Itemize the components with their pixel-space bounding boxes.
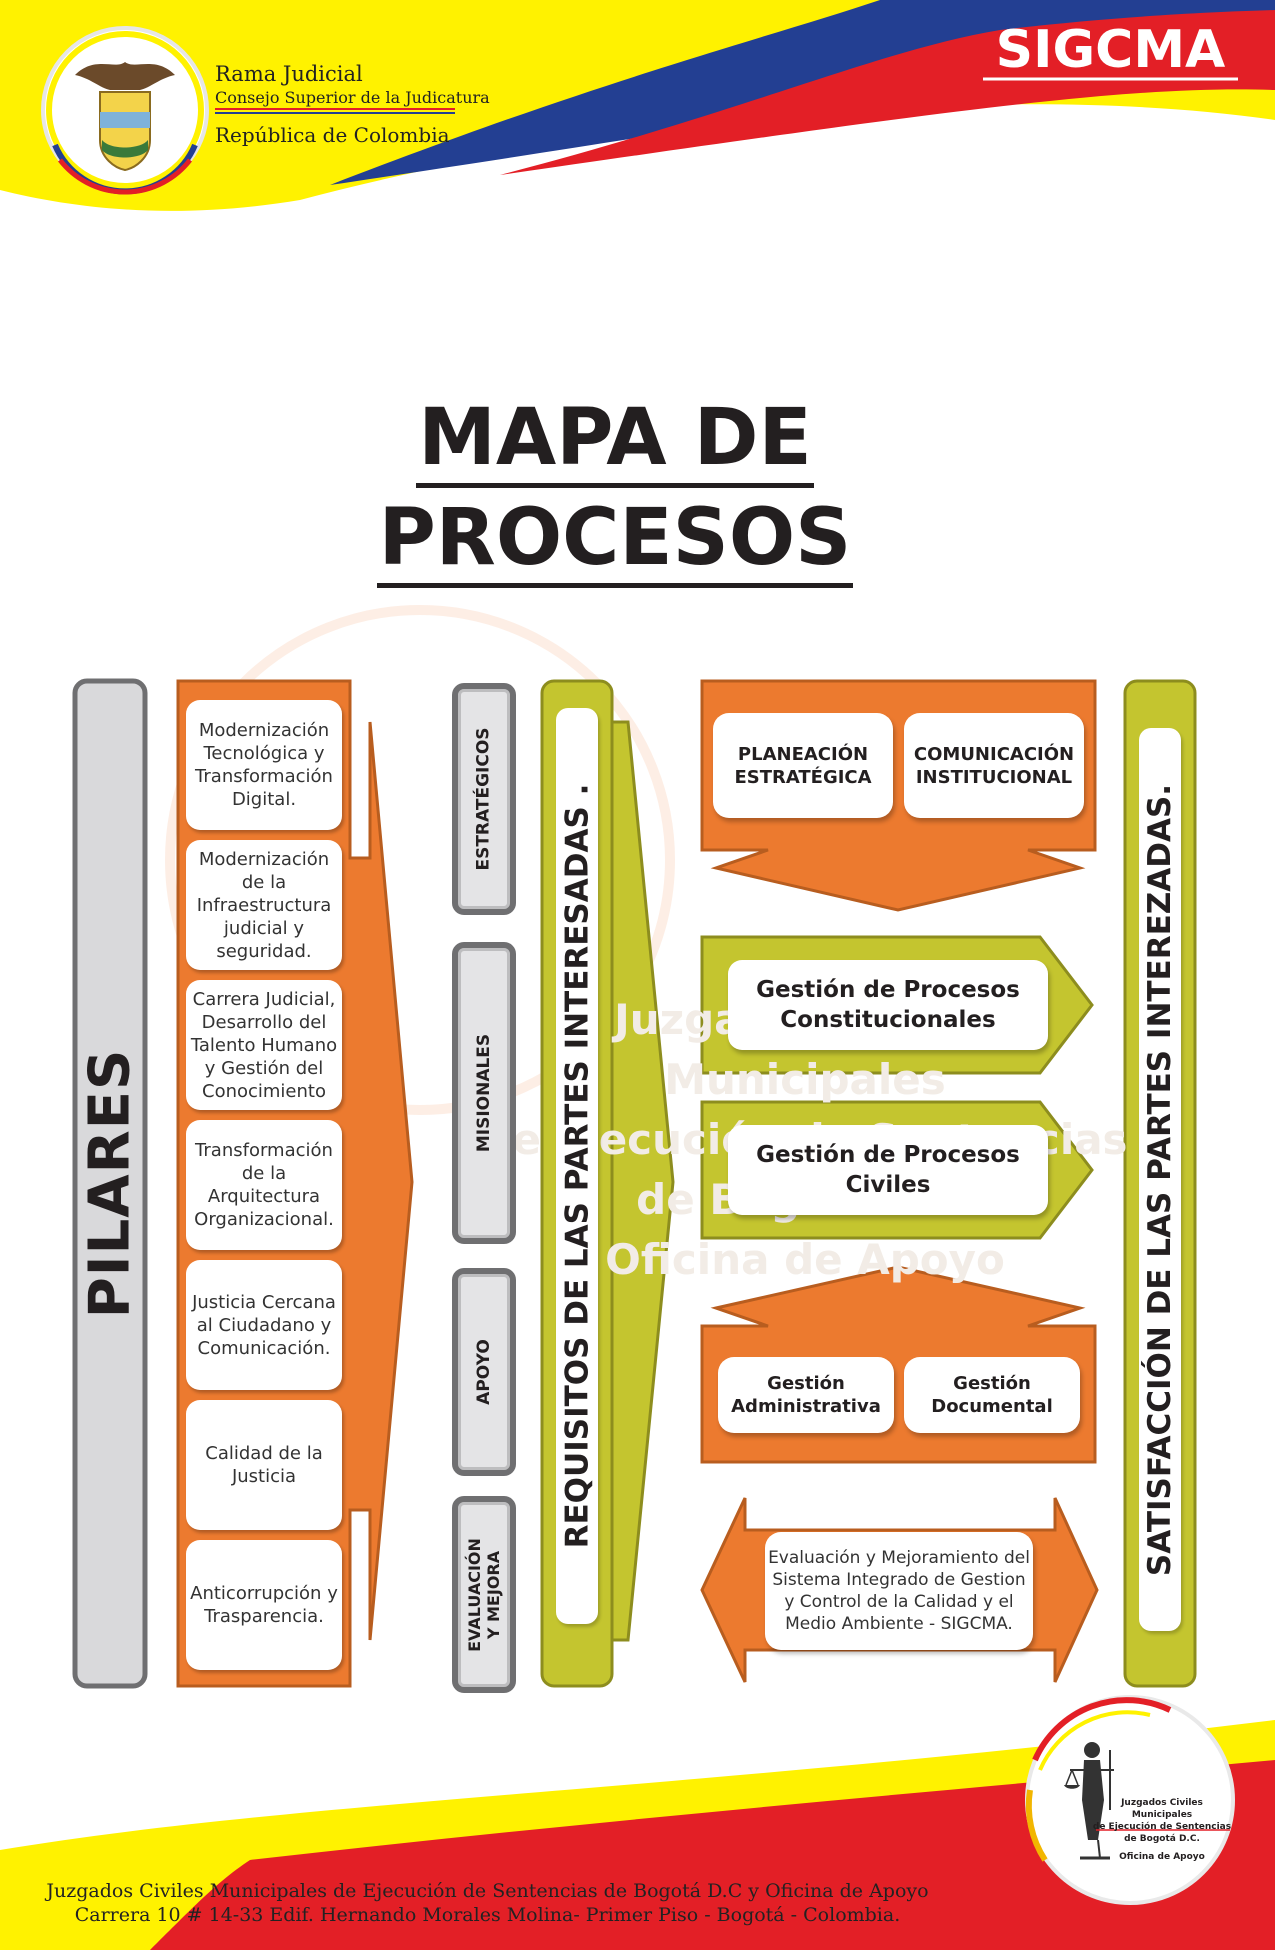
process-planeacion: PLANEACIÓN ESTRATÉGICA [713,713,893,818]
pillar-item: Calidad de la Justicia [186,1400,342,1530]
pillar-item: Modernización de la Infraestructura judi… [186,840,342,970]
watermark-line4: Oficina de Apoyo [605,1235,1005,1284]
seal-line1: Juzgados Civiles Municipales [1121,1798,1203,1820]
pillar-item: Anticorrupción y Trasparencia. [186,1540,342,1670]
footer-line2: Carrera 10 # 14-33 Edif. Hernando Morale… [74,1904,901,1926]
satisfaction-label: SATISFACCIÓN DE LAS PARTES INTEREZADAS. [1142,783,1178,1576]
page-title-line2: PROCESOS [0,492,1230,588]
footer-line1: Juzgados Civiles Municipales de Ejecució… [46,1880,929,1902]
org-council: Consejo Superior de la Judicatura [215,88,490,107]
seal-line2: de Ejecución de Sentencias [1092,1822,1232,1832]
category-estrategicos: ESTRATÉGICOS [452,683,516,915]
pillar-item: Modernización Tecnológica y Transformaci… [186,700,342,830]
process-constitucionales: Gestión de Procesos Constitucionales [728,960,1048,1050]
page-title-line1: MAPA DE [0,392,1230,488]
seal-line3: de Bogotá D.C. [1124,1834,1200,1844]
process-evaluacion: Evaluación y Mejoramiento del Sistema In… [765,1532,1033,1650]
process-civiles: Gestión de Procesos Civiles [728,1125,1048,1215]
org-country: República de Colombia [215,123,450,147]
org-name: Rama Judicial [215,62,363,86]
satisfaction-panel [1139,728,1181,1631]
category-misionales: MISIONALES [452,942,516,1244]
category-evaluacion-mejora: EVALUACIÓN Y MEJORA [452,1496,516,1693]
pillar-item: Justicia Cercana al Ciudadano y Comunica… [186,1260,342,1390]
seal-text: Juzgados Civiles Municipales de Ejecució… [1092,1797,1232,1863]
category-apoyo: APOYO [452,1268,516,1476]
process-documental: Gestión Documental [904,1357,1080,1433]
process-comunicacion: COMUNICACIÓN INSTITUCIONAL [904,713,1084,818]
pilares-label: PILARES [77,1048,143,1319]
brand-title: SIGCMA [995,20,1226,80]
seal-line4: Oficina de Apoyo [1119,1852,1205,1862]
requirements-label: REQUISITOS DE LAS PARTES INTERESADAS . [559,783,596,1549]
pillar-item: Carrera Judicial, Desarrollo del Talento… [186,980,342,1110]
pillar-item: Transformación de la Arquitectura Organi… [186,1120,342,1250]
requirements-panel [556,708,598,1624]
process-administrativa: Gestión Administrativa [718,1357,894,1433]
